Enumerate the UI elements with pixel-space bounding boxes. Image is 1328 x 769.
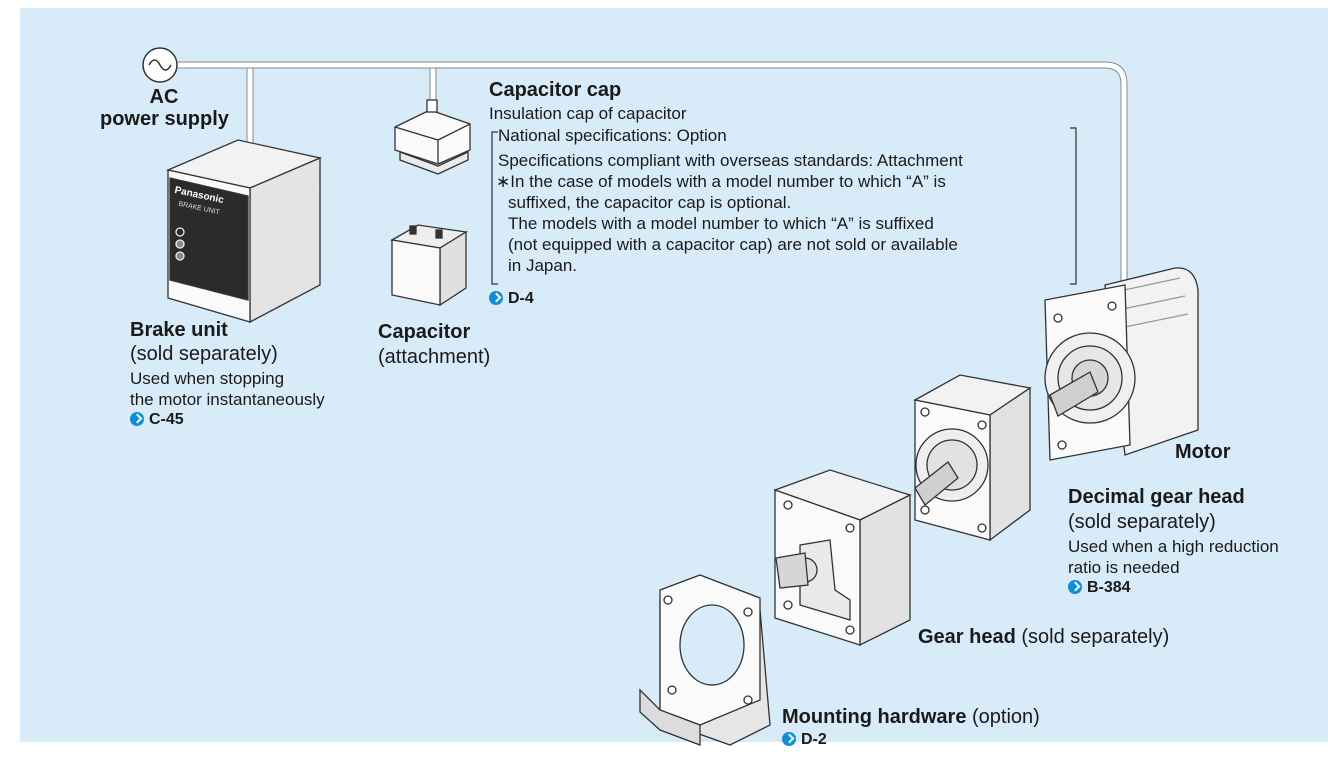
capacitor-cap-ref-link[interactable]: D-4 (489, 289, 534, 309)
brake-unit-desc1: Used when stopping (130, 369, 285, 388)
arrow-right-icon (1068, 580, 1082, 594)
gear-head-illustration (773, 469, 912, 647)
ac-symbol-icon (142, 47, 178, 83)
mounting-hardware-label: Mounting hardware (option) (782, 705, 1040, 729)
mounting-hardware-title: Mounting hardware (782, 706, 967, 728)
motor-title: Motor (1175, 441, 1231, 463)
brake-unit-ref-link[interactable]: C-45 (130, 410, 184, 430)
gear-head-label: Gear head (sold separately) (918, 625, 1169, 649)
arrow-right-icon (489, 291, 503, 305)
mounting-hardware-illustration (639, 574, 771, 746)
brake-unit-ref: C-45 (149, 411, 184, 428)
ac-label-line2: power supply (100, 108, 229, 130)
decimal-gear-head-ref-link[interactable]: B-384 (1068, 578, 1131, 598)
power-wiring (178, 62, 1127, 290)
capacitor-title: Capacitor (378, 321, 471, 343)
capacitor-cap-note3: The models with a model number to which … (508, 214, 934, 233)
ac-label-line1: AC (149, 86, 179, 108)
mounting-hardware-ref: D-2 (801, 731, 827, 748)
decimal-gear-head-sub: (sold separately) (1068, 511, 1216, 533)
arrow-right-icon (130, 412, 144, 426)
power-wiring-outline (178, 61, 1128, 290)
mounting-hardware-ref-link[interactable]: D-2 (782, 730, 827, 750)
decimal-gear-head-title: Decimal gear head (1068, 486, 1245, 508)
capacitor-sub: (attachment) (378, 346, 491, 368)
brake-unit-desc2: the motor instantaneously (130, 390, 325, 409)
capacitor-illustration (390, 224, 468, 307)
decimal-gear-head-ref: B-384 (1087, 579, 1131, 596)
arrow-right-icon (782, 732, 796, 746)
motor-illustration (1044, 267, 1199, 461)
spec-bracket (491, 127, 1077, 285)
capacitor-cap-note5: in Japan. (508, 256, 577, 275)
decimal-gear-head-desc1: Used when a high reduction (1068, 537, 1279, 556)
capacitor-cap-subtitle: Insulation cap of capacitor (489, 104, 687, 123)
brake-unit-title: Brake unit (130, 319, 228, 341)
mounting-hardware-sub: (option) (972, 706, 1040, 728)
capacitor-cap-specs: National specifications: Option Specific… (496, 125, 963, 276)
decimal-gear-head-illustration (913, 374, 1032, 542)
capacitor-cap-spec2: Specifications compliant with overseas s… (498, 151, 963, 170)
brake-unit-sub: (sold separately) (130, 343, 278, 365)
capacitor-cap-note1: ∗In the case of models with a model numb… (496, 172, 946, 191)
gear-head-title: Gear head (918, 626, 1016, 648)
capacitor-cap-spec1: National specifications: Option (498, 126, 727, 145)
capacitor-cap-note2: suffixed, the capacitor cap is optional. (508, 193, 792, 212)
capacitor-cap-illustration (394, 99, 471, 175)
capacitor-cap-ref: D-4 (508, 290, 534, 307)
capacitor-cap-title: Capacitor cap (489, 79, 622, 101)
decimal-gear-head-desc2: ratio is needed (1068, 558, 1180, 577)
gear-head-sub: (sold separately) (1021, 626, 1170, 648)
capacitor-cap-note4: (not equipped with a capacitor cap) are … (508, 235, 958, 254)
brake-unit-illustration (165, 139, 323, 324)
